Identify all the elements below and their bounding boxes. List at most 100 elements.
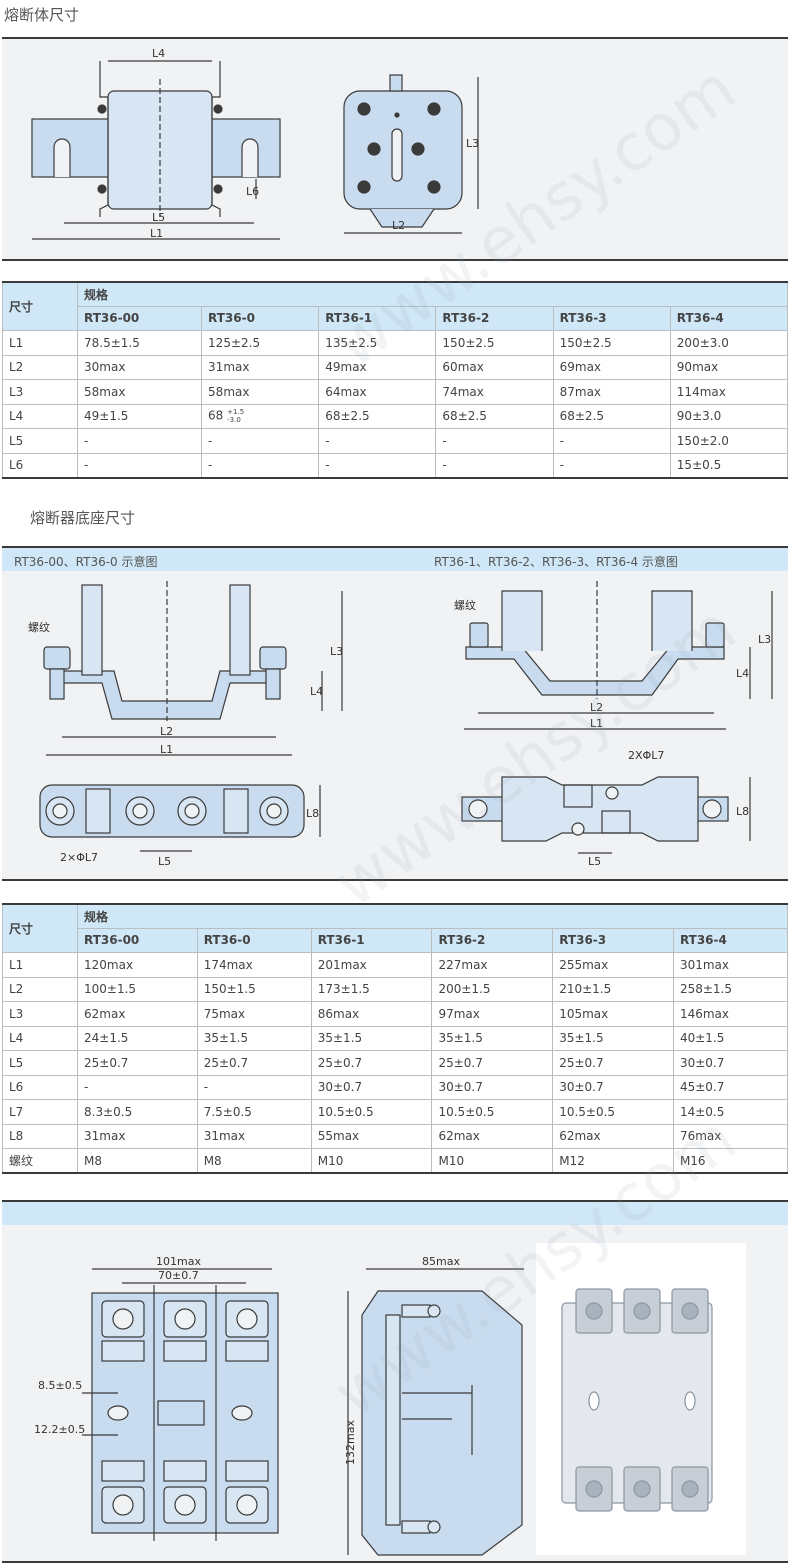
table-cell: 30±0.7 (431, 1074, 554, 1100)
table-cell: 68±2.5 (318, 403, 437, 429)
dim-label-l4-left: L4 (310, 685, 323, 698)
table-cell: - (552, 452, 671, 478)
table-cell: - (318, 428, 437, 454)
column-header: RT36-3 (552, 305, 671, 331)
dim-label-l8-left: L8 (306, 807, 319, 820)
table-cell: 135±2.5 (318, 330, 437, 356)
table-cell: 49max (318, 354, 437, 380)
dim-label-l4: L4 (152, 47, 165, 60)
dim-label-l3: L3 (466, 137, 479, 150)
table-cell: 58max (76, 379, 203, 405)
column-header: RT36-1 (318, 305, 437, 331)
table-row: L3 58max 58max 64max 74max 87max 114max (2, 379, 789, 405)
table-cell: 14±0.5 (672, 1099, 789, 1125)
table-cell: M10 (431, 1148, 554, 1174)
table-cell: 64max (318, 379, 437, 405)
table-cell: 60max (435, 354, 554, 380)
dim-label-pitch: 70±0.7 (158, 1269, 199, 1282)
table-cell: 87max (552, 379, 671, 405)
row-label: L2 (2, 976, 78, 1002)
dim-label-b: 12.2±0.5 (34, 1423, 85, 1436)
column-header: RT36-4 (669, 305, 789, 331)
table-cell: 301max (672, 952, 789, 978)
row-label: L1 (2, 330, 78, 356)
table-cell: - (435, 428, 554, 454)
section-rule (2, 37, 788, 39)
table-cell: - (201, 452, 320, 478)
table-cell: 90max (669, 354, 789, 380)
table-cell: 24±1.5 (77, 1025, 198, 1051)
row-label: L4 (2, 403, 78, 429)
dim-label-l2-left: L2 (160, 725, 173, 738)
table-cell: 30±0.7 (310, 1074, 433, 1100)
table-cell: 74max (435, 379, 554, 405)
table-cell: 25±0.7 (310, 1050, 433, 1076)
table-row: L1 78.5±1.5 125±2.5 135±2.5 150±2.5 150±… (2, 330, 789, 356)
table-cell: 68±2.5 (552, 403, 671, 429)
tolerance-stack: +1.5 -3.0 (227, 408, 244, 424)
row-label: L7 (2, 1099, 78, 1125)
dim-label-l1: L1 (150, 227, 163, 240)
row-label: L5 (2, 428, 78, 454)
table-cell: 25±0.7 (196, 1050, 312, 1076)
table-cell: 200±1.5 (431, 976, 554, 1002)
table-row: L5 - - - - - 150±2.0 (2, 428, 789, 454)
tolerance-upper: +1.5 (227, 408, 245, 417)
column-header: RT36-0 (196, 927, 312, 953)
thread-label-right: 螺纹 (454, 598, 476, 612)
table-cell: 30max (76, 354, 203, 380)
table-corner: 尺寸 (2, 903, 78, 953)
table-cell: 125±2.5 (201, 330, 320, 356)
table-row: L6 - - - - - 15±0.5 (2, 452, 789, 478)
table-cell: - (76, 428, 203, 454)
table-cell: 174max (196, 952, 312, 978)
table-cell: 90±3.0 (669, 403, 789, 429)
dim-label-depth: 85max (422, 1255, 460, 1268)
table-cell: 146max (672, 1001, 789, 1027)
table-cell: 31max (201, 354, 320, 380)
dim-label-l1-right: L1 (590, 717, 603, 730)
fuse-body-diagram: L4 L5 L1 L6 L3 L2 (2, 39, 788, 261)
row-label: L3 (2, 1001, 78, 1027)
row-label: L2 (2, 354, 78, 380)
table-cell: 150±1.5 (196, 976, 312, 1002)
table-cell: 201max (310, 952, 433, 978)
dim-label-l2-right: L2 (590, 701, 603, 714)
table-cell: 62max (77, 1001, 198, 1027)
table-cell: 10.5±0.5 (552, 1099, 674, 1125)
table-cell: 55max (310, 1123, 433, 1149)
table-cell: 114max (669, 379, 789, 405)
row-label: L3 (2, 379, 78, 405)
column-header: RT36-0 (201, 305, 320, 331)
column-header: RT36-2 (435, 305, 554, 331)
row-label: L6 (2, 452, 78, 478)
table-cell: 68±2.5 (435, 403, 554, 429)
table-cell: 30±0.7 (552, 1074, 674, 1100)
table-cell: 97max (431, 1001, 554, 1027)
column-header: RT36-2 (431, 927, 554, 953)
row-label: L5 (2, 1050, 78, 1076)
base-table: 尺寸 规格 RT36-00 RT36-0 RT36-1 RT36-2 RT36-… (2, 903, 789, 1174)
table-corner: 尺寸 (2, 281, 78, 331)
table-cell: M8 (77, 1148, 198, 1174)
column-header: RT36-1 (310, 927, 433, 953)
dim-label-l5: L5 (152, 211, 165, 224)
row-label: L4 (2, 1025, 78, 1051)
table-cell: 10.5±0.5 (310, 1099, 433, 1125)
table-cell: M8 (196, 1148, 312, 1174)
dim-label-width: 101max (156, 1255, 201, 1268)
table-cell: 7.5±0.5 (196, 1099, 312, 1125)
table-cell: 255max (552, 952, 674, 978)
table-cell: 35±1.5 (196, 1025, 312, 1051)
table-cell: 45±0.7 (672, 1074, 789, 1100)
fuse-body-drawing: L4 L5 L1 L6 L3 L2 (31, 47, 479, 240)
table-cell: - (77, 1074, 198, 1100)
